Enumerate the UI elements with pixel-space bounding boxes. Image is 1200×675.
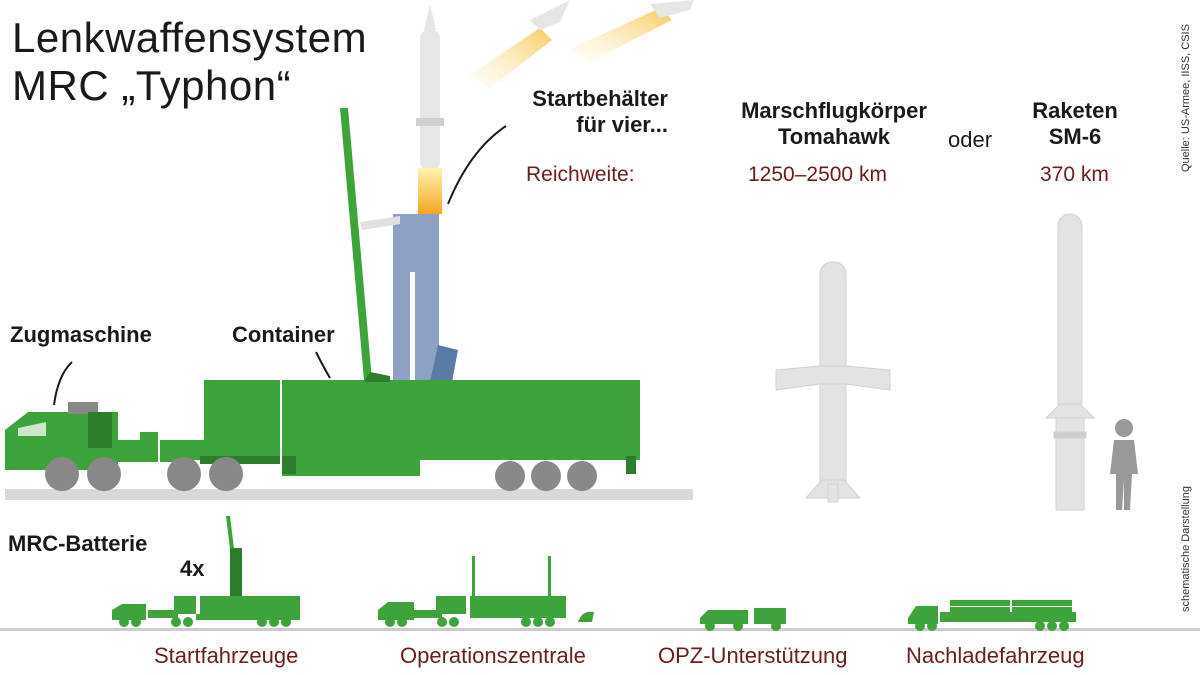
battery-count: 4x [180,556,205,581]
page-title: Lenkwaffensystem MRC „Typhon“ [12,14,367,110]
battery-launchers-icon [112,516,300,627]
launcher-label-line-1: Startbehälter [532,86,668,111]
title-line-1: Lenkwaffensystem [12,14,368,61]
opz-support-icon [700,608,786,631]
sm6-range: 370 km [1040,163,1109,186]
container-body [282,380,640,476]
battery-title: MRC-Batterie [8,531,148,556]
sm6-title-line-2: SM-6 [1048,124,1102,149]
category-launchers: Startfahrzeuge [154,643,299,668]
battery-baseline [0,628,1200,631]
category-reload-vehicle: Nachladefahrzeug [906,643,1085,668]
or-label: oder [948,127,993,152]
launching-missile [420,30,440,170]
category-opz-support: OPZ-Unterstützung [658,643,848,668]
generator-box [204,380,280,440]
tomahawk-missile [775,261,891,503]
launcher-label-line-2: für vier... [576,112,668,137]
sm6-title-line-1: Raketen [1032,98,1118,123]
title-line-2: MRC „Typhon“ [12,62,292,109]
launcher-label: Startbehälter für vier... [508,86,668,138]
launcher-leader [447,125,507,205]
category-operations-center: Operationszentrale [400,643,586,668]
tractor-label: Zugmaschine [10,322,152,347]
antenna-mast [340,108,372,380]
range-label: Reichweite: [526,163,635,186]
source-note: Quelle: US-Armee, IISS, CSIS [1180,24,1192,172]
tomahawk-title-line-1: Marschflugkörper [741,98,927,123]
tomahawk-title: Marschflugkörper Tomahawk [726,98,942,150]
sm6-title: Raketen SM-6 [1020,98,1130,150]
rocket-flame [418,168,442,214]
tractor-leader [53,361,73,406]
tomahawk-title-line-2: Tomahawk [777,124,891,149]
wheels [45,457,597,491]
operations-center-icon [378,556,594,627]
sm6-missile [1044,213,1096,511]
ground-strip [5,489,693,500]
flying-missiles [468,0,694,88]
launch-canister [393,214,439,382]
container-label: Container [232,322,335,347]
launcher-vehicle [5,4,640,491]
schematic-note: schematische Darstellung [1180,486,1192,612]
container-leader [315,351,331,379]
reload-vehicle-icon [908,600,1076,631]
person-silhouette [1110,419,1138,510]
tomahawk-range: 1250–2500 km [748,163,887,186]
